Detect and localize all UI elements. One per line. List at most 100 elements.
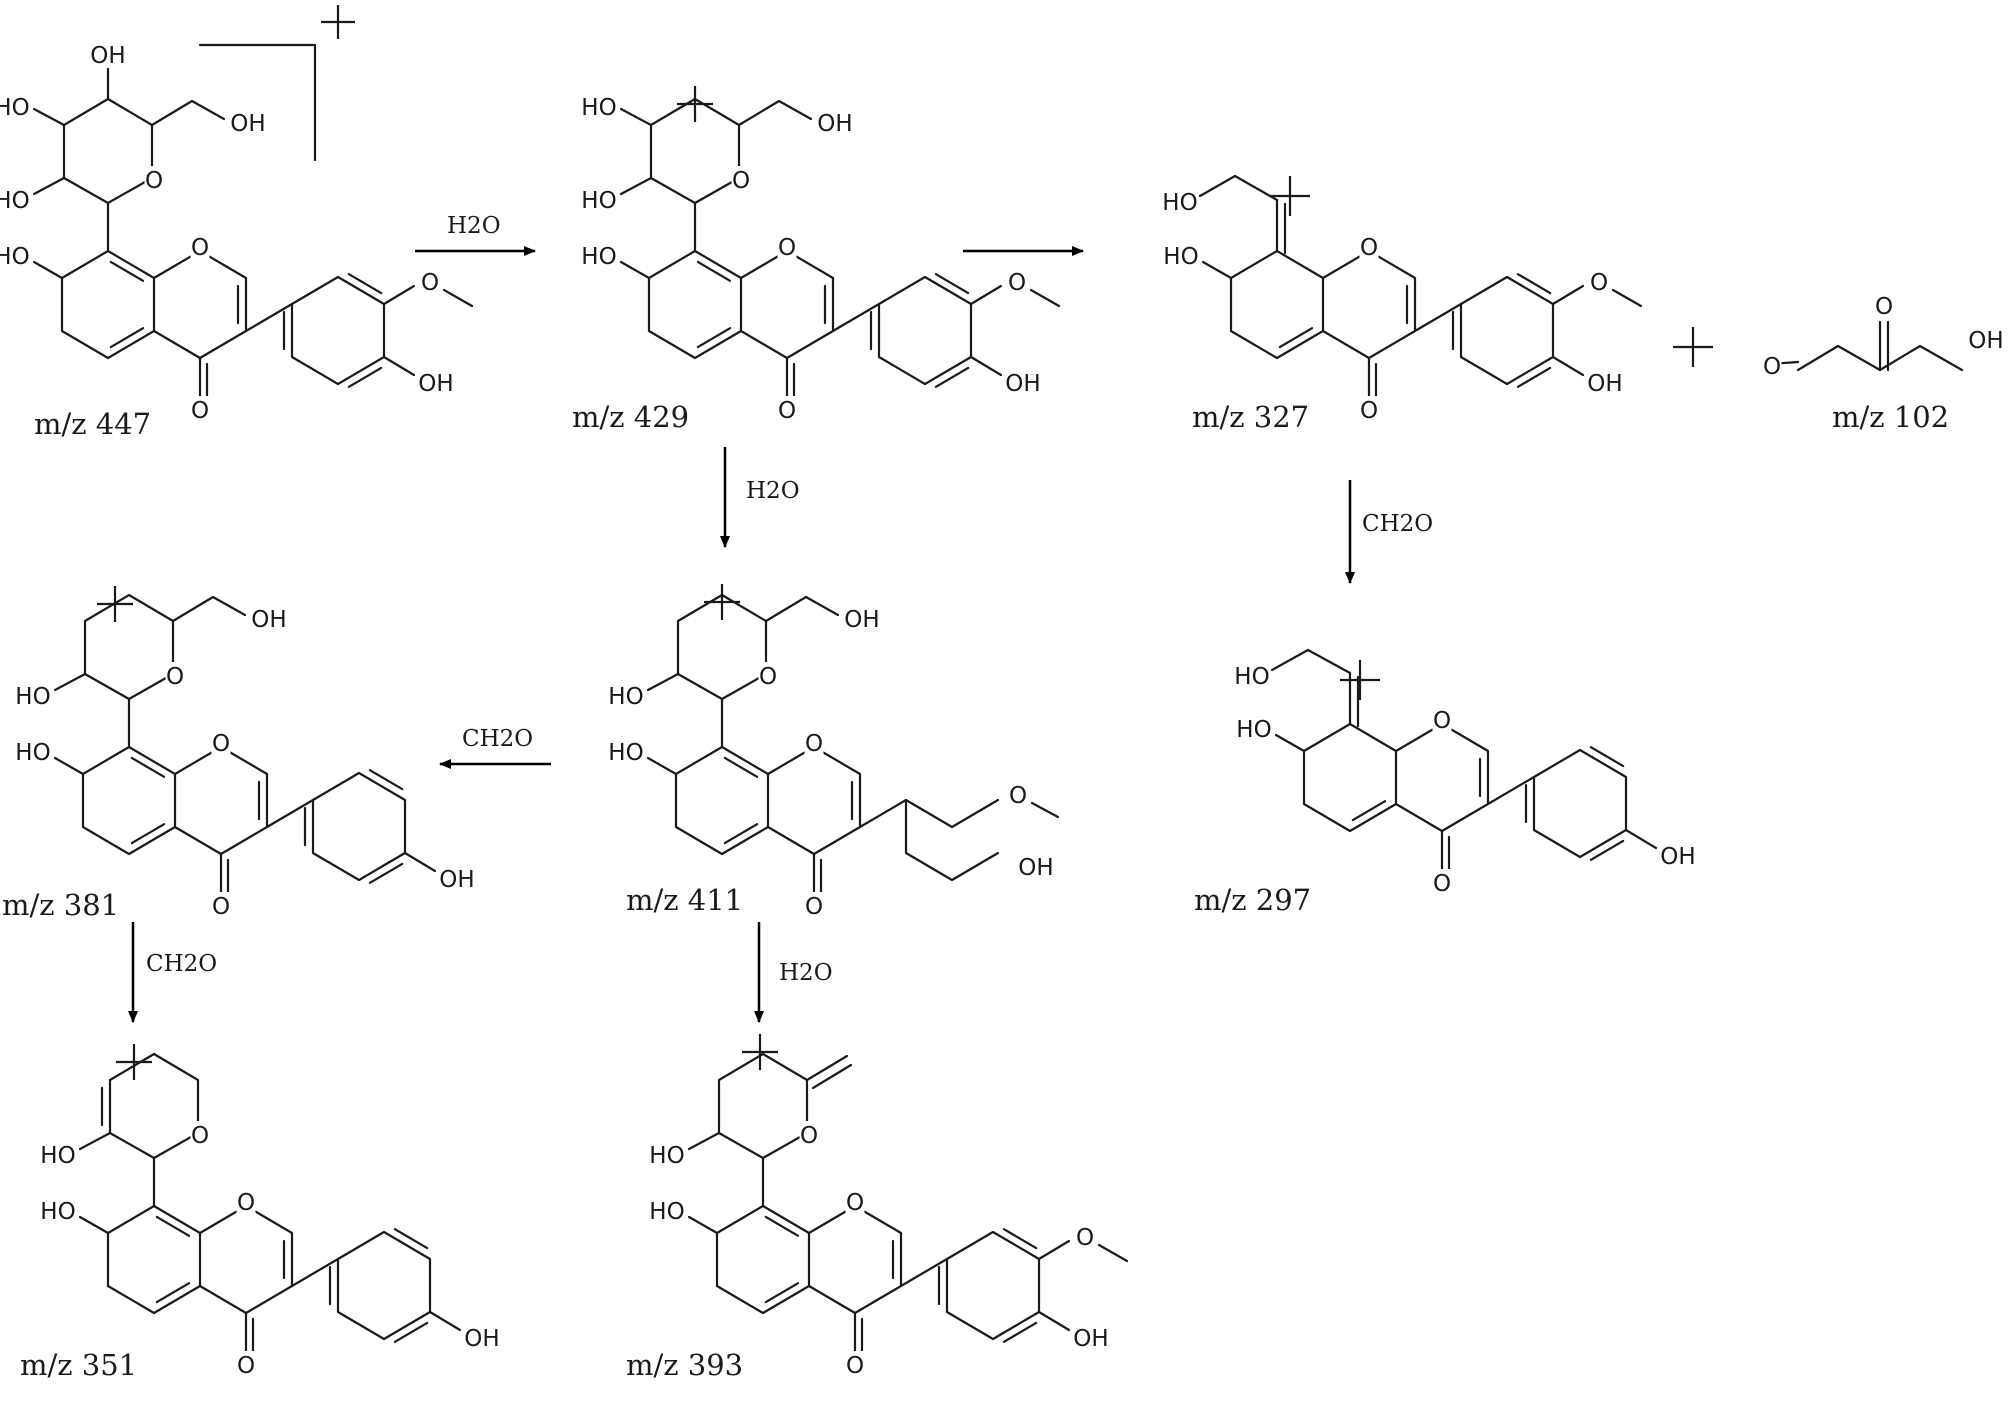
ring-oxygen: O xyxy=(845,1188,865,1216)
reaction-reagent-label: H2O xyxy=(447,213,501,239)
hydroxyl-sugar: HO xyxy=(581,93,617,121)
double-bond-line xyxy=(109,260,145,282)
hydroxyl-4prime: OH xyxy=(1073,1324,1109,1352)
svg-text:OH: OH xyxy=(464,1326,499,1352)
oh-bond xyxy=(428,1310,462,1332)
hydroxymethyl xyxy=(764,595,840,623)
methyl xyxy=(1029,288,1061,308)
ring-oxygen: O xyxy=(804,729,824,757)
svg-text:O: O xyxy=(1433,708,1451,734)
carbonyl-oxygen: O xyxy=(804,892,824,920)
methoxy-oxygen: O xyxy=(1589,268,1609,296)
mz-label-m102: m/z 102 xyxy=(1832,400,1949,434)
sugar-ring xyxy=(717,1052,809,1160)
double-bond-line xyxy=(696,327,732,349)
oh-bond xyxy=(646,756,678,776)
mz-label-m381: m/z 381 xyxy=(2,888,119,922)
carbonyl-oxygen: O xyxy=(190,396,210,424)
double-bond-line xyxy=(934,273,970,295)
svg-text:HO: HO xyxy=(40,1143,75,1169)
svg-text:O: O xyxy=(800,1123,818,1149)
svg-text:O: O xyxy=(1360,235,1378,261)
svg-text:O: O xyxy=(778,398,796,424)
aldehyde-oxygen: O xyxy=(1762,352,1782,380)
ring-oxygen: O xyxy=(236,1188,256,1216)
b-ring-link xyxy=(831,302,881,333)
svg-text:OH: OH xyxy=(439,867,474,893)
b-ring-link xyxy=(1413,302,1463,333)
svg-text:O: O xyxy=(191,398,209,424)
ring-oxygen: O xyxy=(211,729,231,757)
svg-text:OH: OH xyxy=(1660,844,1695,870)
charge-plus xyxy=(742,1034,778,1070)
methoxy-oxygen: O xyxy=(1007,268,1027,296)
ring-oxygen: O xyxy=(1359,233,1379,261)
exo-methylene xyxy=(805,1054,849,1082)
svg-text:O: O xyxy=(1875,294,1893,320)
oh-bond xyxy=(32,176,66,196)
methyl xyxy=(442,288,474,308)
reaction-reagent-label: CH2O xyxy=(146,951,217,977)
reaction-reagent-label: H2O xyxy=(746,478,800,504)
charge-bracket xyxy=(198,43,317,162)
carbonyl-oxygen: O xyxy=(777,396,797,424)
svg-text:O: O xyxy=(732,168,750,194)
sugar-ring xyxy=(83,593,175,701)
exo-methylene-double xyxy=(811,1063,853,1090)
svg-text:O: O xyxy=(778,235,796,261)
double-bond-line xyxy=(155,1282,191,1304)
b-ring-link xyxy=(290,1257,340,1288)
svg-text:HO: HO xyxy=(649,1199,684,1225)
a-ring xyxy=(81,745,177,856)
double-bond-line xyxy=(1589,839,1625,861)
a-ring xyxy=(1229,249,1325,360)
arrow-429-411: H2O xyxy=(720,447,800,548)
c-ring xyxy=(766,745,862,856)
hydroxyl-7: HO xyxy=(1163,242,1199,270)
c-ring xyxy=(152,249,248,360)
double-bond-line xyxy=(1002,1321,1038,1343)
methoxy-oxygen: O xyxy=(1008,781,1028,809)
oh-bond xyxy=(1037,1310,1071,1332)
oh-bond xyxy=(53,672,87,692)
svg-text:O: O xyxy=(191,235,209,261)
hydroxyl-4prime: OH xyxy=(439,865,475,893)
a-ring xyxy=(674,745,770,856)
svg-text:HO: HO xyxy=(608,684,643,710)
a-ring xyxy=(647,249,743,360)
double-bond-line xyxy=(696,260,732,282)
svg-text:OH: OH xyxy=(90,43,125,69)
svg-text:O: O xyxy=(1433,871,1451,897)
reaction-reagent-label: CH2O xyxy=(462,726,533,752)
svg-text:O: O xyxy=(1008,270,1026,296)
svg-text:HO: HO xyxy=(0,188,30,214)
b-ring xyxy=(877,275,973,386)
oh-bond xyxy=(1274,733,1306,753)
a-ring xyxy=(715,1204,811,1315)
carbonyl-oxygen: O xyxy=(1432,869,1452,897)
b-ring xyxy=(1459,275,1555,386)
hydroxyl-7: HO xyxy=(649,1197,685,1225)
svg-text:O: O xyxy=(1763,354,1781,380)
b-ring xyxy=(311,771,407,882)
svg-text:HO: HO xyxy=(581,188,616,214)
svg-text:HO: HO xyxy=(0,95,30,121)
svg-text:HO: HO xyxy=(1236,717,1271,743)
double-bond-line xyxy=(347,366,383,388)
a-ring xyxy=(60,249,156,360)
bonds-layer xyxy=(32,43,1964,1355)
svg-text:O: O xyxy=(1076,1225,1094,1251)
mz-label-m393: m/z 393 xyxy=(626,1348,743,1382)
sugar-oxygen: O xyxy=(799,1121,819,1149)
svg-text:HO: HO xyxy=(1163,244,1198,270)
svg-text:HO: HO xyxy=(581,95,616,121)
oh-bond xyxy=(619,260,651,280)
svg-text:OH: OH xyxy=(1018,855,1053,881)
sugar-oxygen: O xyxy=(144,166,164,194)
methyl xyxy=(1097,1243,1129,1263)
hydroxyl-side: HO xyxy=(1162,188,1198,216)
hydroxyl-sugar: HO xyxy=(581,186,617,214)
double-bond-line xyxy=(723,823,759,845)
